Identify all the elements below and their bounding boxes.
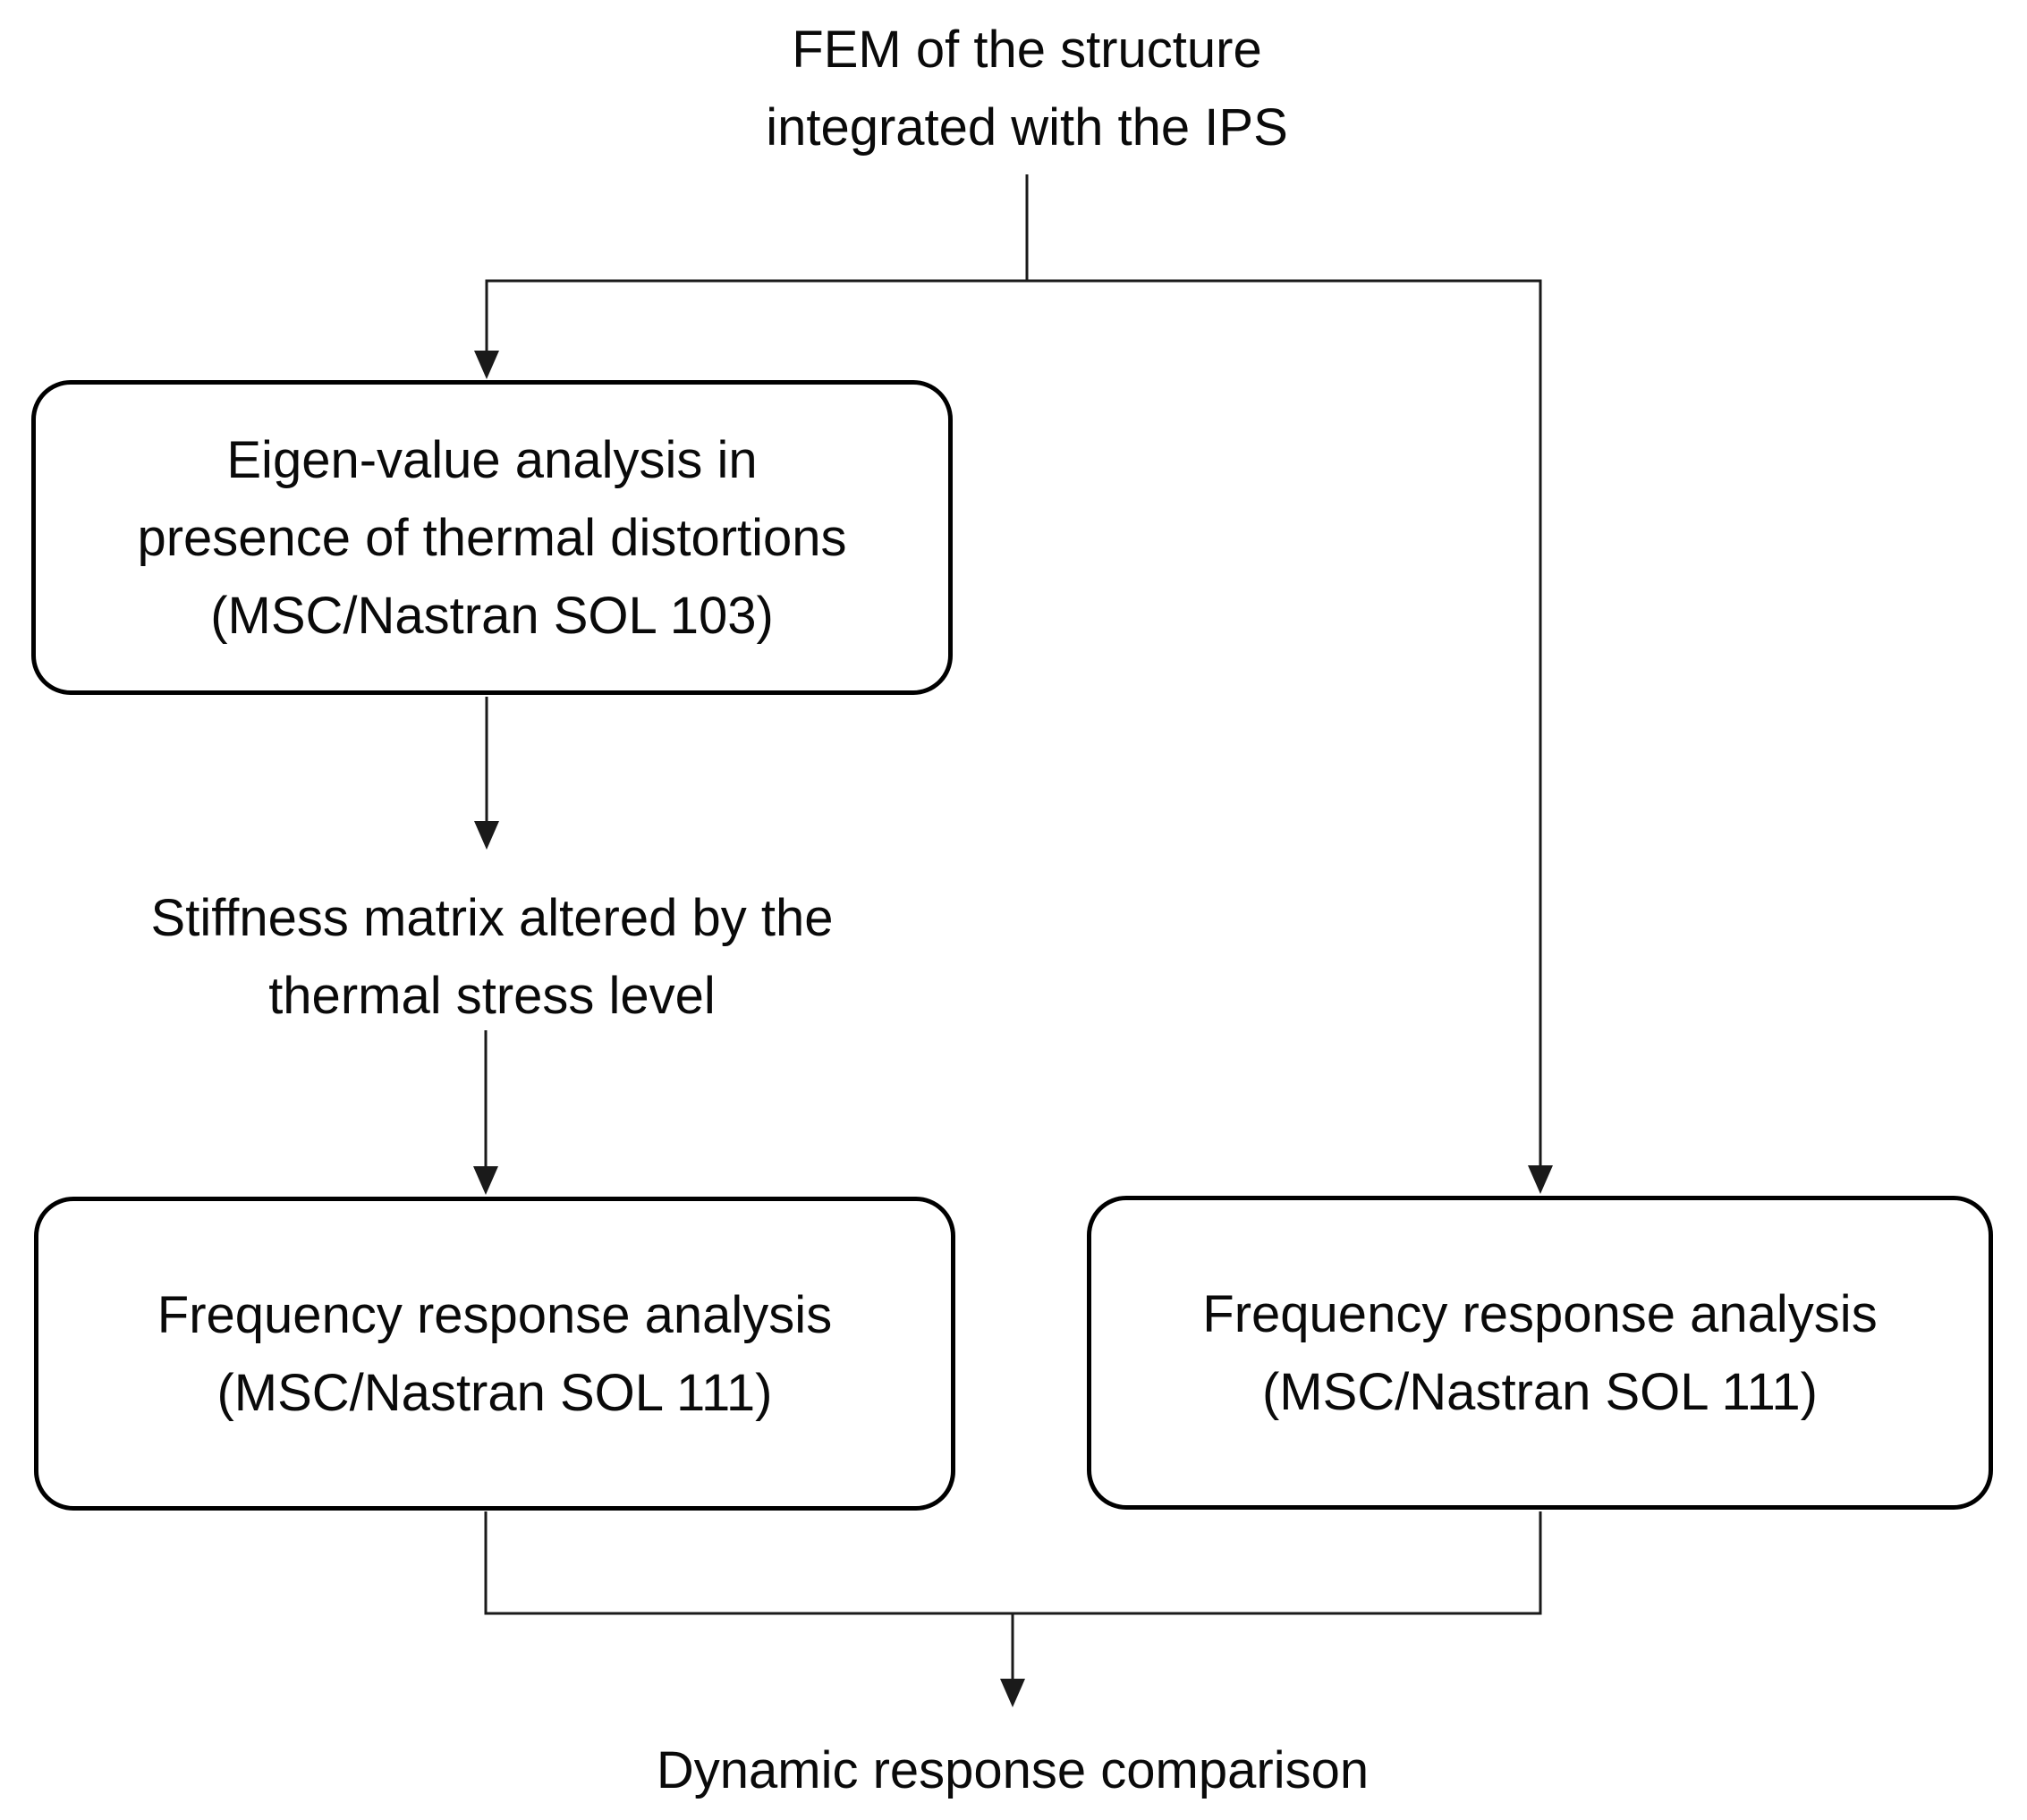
frequency-response-right-box: Frequency response analysis (MSC/Nastran… [1087,1196,1993,1510]
frequency-response-left-box: Frequency response analysis (MSC/Nastran… [34,1197,955,1511]
arrowhead-into-result-text [1000,1679,1025,1707]
fem-node-line-1: FEM of the structure [792,21,1262,79]
eigen-box-line-1: Eigen-value analysis in [226,430,758,489]
result-node-line-1: Dynamic response comparison [656,1741,1370,1799]
fem-node: FEM of the structure integrated with the… [580,11,1474,166]
freq-left-box-line-1: Frequency response analysis [157,1285,833,1344]
arrowhead-into-freq-left-box [473,1166,498,1195]
freq-left-box-line-2: (MSC/Nastran SOL 111) [216,1363,773,1422]
eigen-box-line-2: presence of thermal distortions [137,508,847,567]
stiffness-node-line-2: thermal stress level [268,967,716,1025]
freq-right-box-line-1: Frequency response analysis [1202,1284,1878,1343]
eigen-box-line-3: (MSC/Nastran SOL 103) [210,586,774,645]
freq-right-box-line-2: (MSC/Nastran SOL 111) [1261,1362,1818,1421]
arrowhead-into-freq-right-box [1528,1165,1553,1194]
fem-node-line-2: integrated with the IPS [766,98,1288,157]
eigen-analysis-box: Eigen-value analysis in presence of ther… [31,380,953,695]
arrowhead-into-stiffness-text [474,821,499,850]
result-node: Dynamic response comparison [565,1731,1460,1809]
stiffness-node-line-1: Stiffness matrix altered by the [150,889,834,947]
arrowhead-into-eigen-box [474,351,499,379]
stiffness-node: Stiffness matrix altered by the thermal … [45,879,939,1035]
